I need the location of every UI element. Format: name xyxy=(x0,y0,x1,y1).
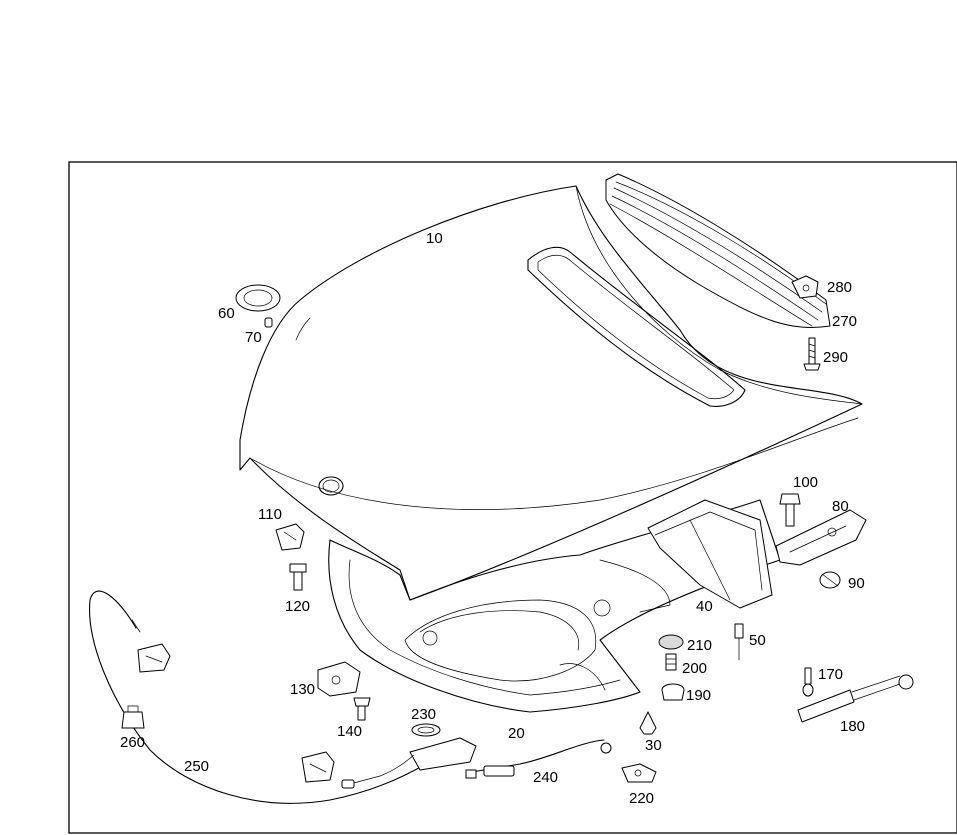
fitting-170 xyxy=(802,667,814,697)
label-220: 220 xyxy=(629,790,654,807)
bracket-110 xyxy=(275,523,305,551)
label-260: 260 xyxy=(120,734,145,751)
gas-spring-180 xyxy=(797,674,914,723)
bolt-140 xyxy=(353,697,371,721)
cable-guide-lower xyxy=(301,751,335,783)
label-60: 60 xyxy=(218,305,235,322)
release-cable-250 xyxy=(89,590,477,804)
trim-grille xyxy=(605,173,831,328)
washer-210 xyxy=(658,634,684,650)
bolt-100 xyxy=(779,493,801,527)
label-40: 40 xyxy=(696,598,713,615)
bumper-190 xyxy=(661,683,685,701)
bolt-120 xyxy=(289,563,307,591)
label-270: 270 xyxy=(832,313,857,330)
label-50: 50 xyxy=(749,632,766,649)
label-290: 290 xyxy=(823,349,848,366)
clip-30 xyxy=(639,711,657,735)
pin-50 xyxy=(734,623,744,661)
ring-230 xyxy=(411,723,441,737)
label-180: 180 xyxy=(840,718,865,735)
hood-inner-frame xyxy=(328,499,781,713)
label-120: 120 xyxy=(285,598,310,615)
lock-130 xyxy=(317,661,361,697)
label-280: 280 xyxy=(827,279,852,296)
label-70: 70 xyxy=(245,329,262,346)
label-80: 80 xyxy=(832,498,849,515)
label-230: 230 xyxy=(411,706,436,723)
label-200: 200 xyxy=(682,660,707,677)
hood-outer-panel xyxy=(239,185,863,601)
label-210: 210 xyxy=(687,637,712,654)
label-170: 170 xyxy=(818,666,843,683)
bracket-220 xyxy=(621,763,657,783)
clip-280 xyxy=(791,275,819,299)
label-250: 250 xyxy=(184,758,209,775)
label-100: 100 xyxy=(793,474,818,491)
stud-200 xyxy=(665,653,677,671)
label-130: 130 xyxy=(290,681,315,698)
label-190: 190 xyxy=(686,687,711,704)
clip-260 xyxy=(121,705,145,729)
screw-90 xyxy=(819,571,841,589)
latch-80 xyxy=(775,509,867,566)
pad-60 xyxy=(235,284,281,312)
label-110: 110 xyxy=(258,506,282,523)
label-10: 10 xyxy=(426,230,443,247)
label-140: 140 xyxy=(337,723,362,740)
label-20: 20 xyxy=(508,725,525,742)
screw-290 xyxy=(803,337,821,371)
label-90: 90 xyxy=(848,575,865,592)
hinge-rail xyxy=(647,499,773,609)
clip-70 xyxy=(264,317,273,328)
cable-guide-upper xyxy=(137,643,171,673)
emblem-hole xyxy=(318,476,344,496)
diagram-frame xyxy=(68,161,957,834)
label-30: 30 xyxy=(645,737,662,754)
label-240: 240 xyxy=(533,769,558,786)
release-cable-240 xyxy=(465,739,612,779)
